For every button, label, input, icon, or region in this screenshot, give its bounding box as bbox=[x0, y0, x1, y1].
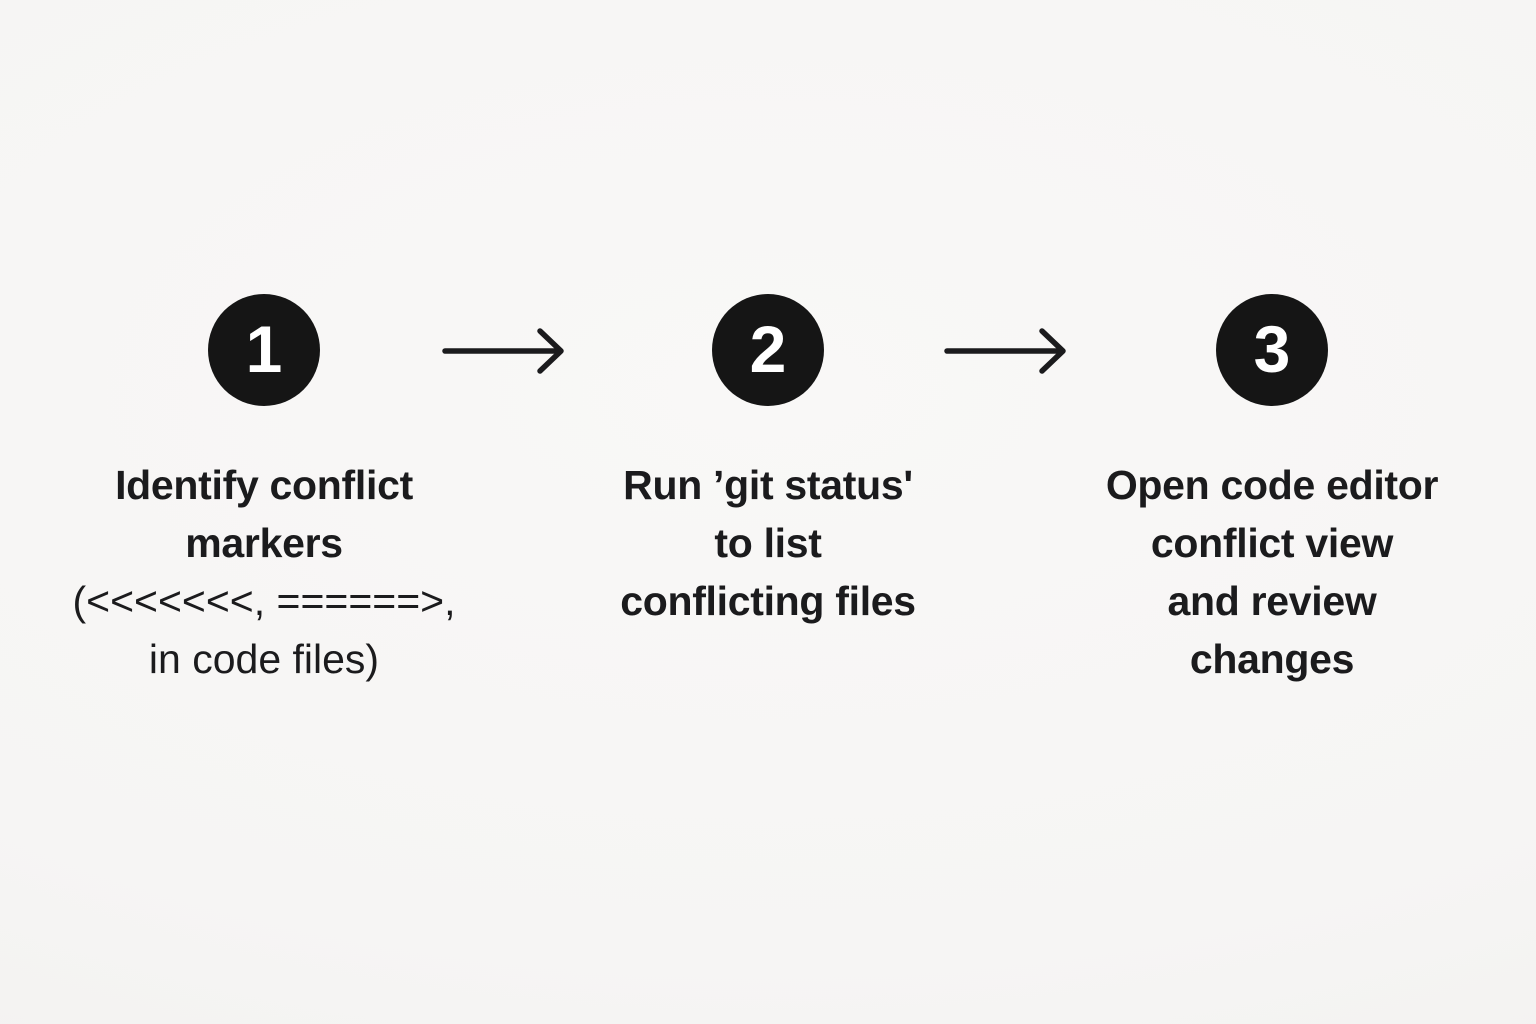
step-text-line: markers bbox=[185, 520, 343, 566]
arrow-right-icon bbox=[943, 326, 1069, 376]
step-1: 1 Identify conflict markers (<<<<<<<, ==… bbox=[34, 294, 494, 688]
step-3-number: 3 bbox=[1253, 312, 1291, 386]
arrow-right-icon bbox=[441, 326, 567, 376]
step-2-number: 2 bbox=[749, 312, 787, 386]
step-2-description: Run ’git status' to list conflicting fil… bbox=[538, 456, 998, 630]
step-3-number-badge: 3 bbox=[1216, 294, 1328, 406]
step-1-number: 1 bbox=[245, 312, 283, 386]
step-1-number-badge: 1 bbox=[208, 294, 320, 406]
step-text-line: conflicting files bbox=[620, 578, 916, 624]
step-text-line: conflict view bbox=[1150, 520, 1394, 566]
step-text-line: Run ’git status' bbox=[623, 462, 913, 508]
step-text-line: and review bbox=[1167, 578, 1377, 624]
step-1-description: Identify conflict markers (<<<<<<<, ====… bbox=[34, 456, 494, 688]
step-2: 2 Run ’git status' to list conflicting f… bbox=[538, 294, 998, 630]
step-text-line: in code files) bbox=[148, 636, 380, 682]
step-3-description: Open code editor conflict view and revie… bbox=[1042, 456, 1502, 688]
step-text-line-conflict-markers: (<<<<<<<, ======>, bbox=[72, 578, 456, 624]
step-text-line: changes bbox=[1189, 636, 1355, 682]
step-text-line: Identify conflict bbox=[115, 462, 413, 508]
step-text-line: Open code editor bbox=[1105, 462, 1439, 508]
step-text-line: to list bbox=[714, 520, 822, 566]
step-2-number-badge: 2 bbox=[712, 294, 824, 406]
step-3: 3 Open code editor conflict view and rev… bbox=[1042, 294, 1502, 688]
